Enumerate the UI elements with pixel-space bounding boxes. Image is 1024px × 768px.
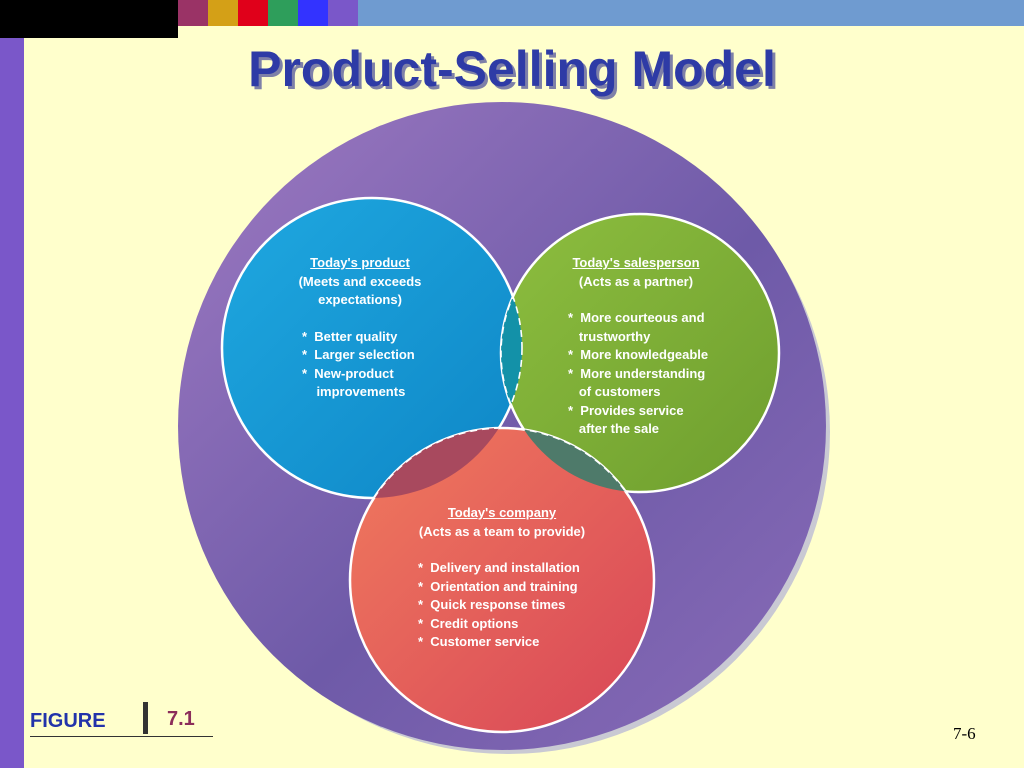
salesperson-heading: Today's salesperson — [572, 255, 700, 270]
salesperson-item: trustworthy — [568, 328, 651, 344]
product-text: Today's product (Meets and exceeds expec… — [270, 254, 450, 402]
company-item: * Credit options — [418, 615, 519, 631]
swatch-2 — [208, 0, 238, 26]
slide-title: Product-Selling Model — [248, 41, 776, 97]
figure-label: FIGURE — [30, 710, 106, 732]
company-text: Today's company (Acts as a team to provi… — [402, 504, 602, 652]
salesperson-item: * Provides service — [568, 402, 684, 418]
swatch-3 — [238, 0, 268, 26]
dashed-boundary-product — [501, 214, 523, 492]
company-circle — [348, 426, 656, 734]
salesperson-item: * More courteous and — [568, 310, 705, 325]
product-subtitle-2: expectations) — [318, 292, 402, 307]
figure-separator — [143, 702, 148, 734]
company-subtitle: (Acts as a team to provide) — [418, 523, 586, 539]
company-item: * Quick response times — [418, 597, 566, 612]
product-subtitle-1: (Meets and exceeds — [298, 273, 422, 289]
salesperson-item: after the sale — [568, 421, 660, 436]
swatch-6 — [328, 0, 358, 26]
salesperson-text: Today's salesperson (Acts as a partner) … — [556, 254, 716, 439]
top-bar — [0, 0, 1024, 38]
product-item: * New-product — [302, 365, 394, 381]
salesperson-item: of customers — [568, 384, 661, 399]
top-black-block — [0, 0, 178, 38]
top-strip — [358, 0, 1024, 26]
page-number: 7-6 — [953, 724, 976, 743]
company-item: * Orientation and training — [418, 578, 578, 594]
product-heading: Today's product — [310, 255, 410, 270]
swatch-1 — [178, 0, 208, 26]
figure-underline — [30, 736, 213, 737]
salesperson-item: * More understanding — [568, 365, 706, 381]
left-bar — [0, 38, 24, 768]
product-item: improvements — [302, 384, 406, 399]
salesperson-item: * More knowledgeable — [568, 347, 709, 362]
figure-number: 7.1 — [167, 708, 195, 730]
swatch-5 — [298, 0, 328, 26]
company-heading: Today's company — [447, 505, 557, 520]
swatch-4 — [268, 0, 298, 26]
company-item: * Customer service — [418, 634, 540, 649]
product-item: * Better quality — [302, 328, 398, 344]
salesperson-subtitle: (Acts as a partner) — [578, 273, 694, 289]
product-item: * Larger selection — [302, 347, 415, 362]
dashed-boundary-salesperson — [500, 213, 522, 493]
company-item: * Delivery and installation — [418, 560, 580, 575]
